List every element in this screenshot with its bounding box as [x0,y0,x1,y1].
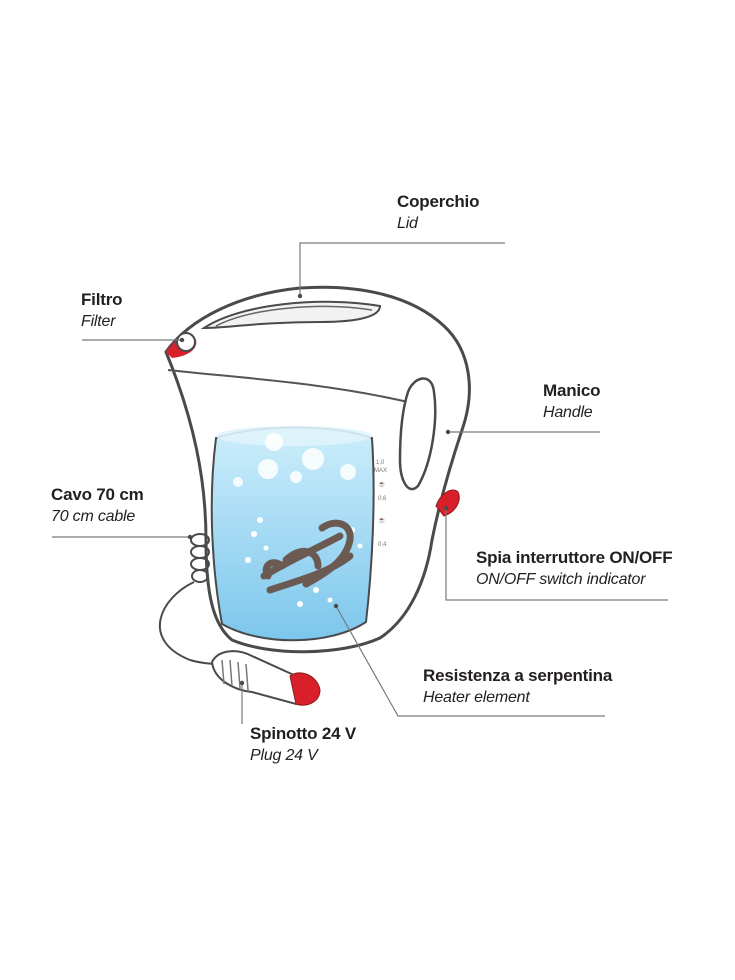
label-cable: Cavo 70 cm 70 cm cable [51,484,144,528]
label-switch-it: Spia interruttore ON/OFF [476,548,673,567]
svg-text:1,0: 1,0 [376,460,385,466]
label-plug-en: Plug 24 V [250,747,318,764]
plug [210,650,321,706]
water-window [210,426,375,642]
svg-text:☕: ☕ [378,480,386,488]
svg-text:MAX: MAX [374,468,387,474]
svg-text:0,4: 0,4 [378,542,387,548]
leader-switch [445,508,668,601]
switch-button [435,489,460,517]
svg-text:0,6: 0,6 [378,496,387,502]
svg-text:☕: ☕ [378,516,386,524]
filter-marker [166,332,197,358]
leader-lines [52,242,668,724]
label-filter: Filtro Filter [81,289,122,333]
leader-heater [335,605,605,717]
heater-coil [260,519,354,594]
leader-lid [299,242,505,296]
label-lid-it: Coperchio [397,192,480,211]
label-heater-it: Resistenza a serpentina [423,666,613,685]
label-heater-en: Heater element [423,689,530,706]
label-filter-it: Filtro [81,290,123,309]
label-handle-it: Manico [543,381,601,400]
label-plug: Spinotto 24 V Plug 24 V [250,723,356,767]
label-filter-en: Filter [81,313,116,330]
label-cable-it: Cavo 70 cm [51,485,144,504]
label-handle-en: Handle [543,404,593,421]
label-switch: Spia interruttore ON/OFF ON/OFF switch i… [476,547,673,591]
label-lid: Coperchio Lid [397,191,479,235]
label-handle: Manico Handle [543,380,601,424]
handle-grip [398,377,437,491]
label-cable-en: 70 cm cable [51,508,136,525]
level-marks: 1,0 MAX ☕ 0,6 ☕ 0,4 [374,460,387,548]
label-lid-en: Lid [397,215,418,232]
label-plug-it: Spinotto 24 V [250,724,357,743]
label-switch-en: ON/OFF switch indicator [476,571,646,588]
label-heater: Resistenza a serpentina Heater element [423,665,612,709]
